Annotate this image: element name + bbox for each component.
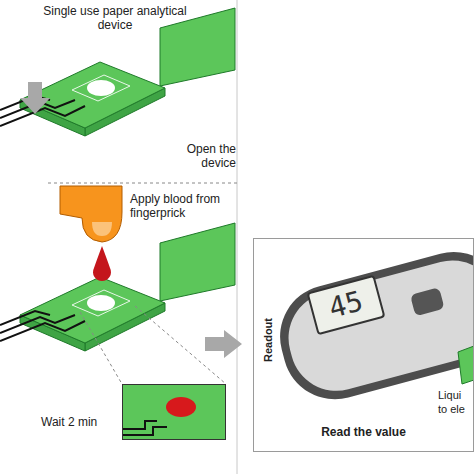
panel-divider: [237, 0, 238, 474]
step-arrow: [20, 82, 50, 114]
panel-caption: Read the value: [254, 425, 473, 439]
step-label: Apply blood from fingerprick: [130, 192, 234, 220]
device-label: Single use paper analytical device: [40, 4, 190, 32]
readout-panel: Read the value 45: [253, 238, 474, 452]
axis-label: Readout: [261, 308, 275, 372]
glucose-meter: [268, 240, 474, 411]
test-strip: [458, 346, 474, 384]
meter-body: [268, 240, 474, 411]
step-label: Wait 2 min: [41, 415, 117, 429]
cropped-label: Liqui: [438, 388, 461, 402]
step-separator: [48, 183, 237, 184]
finger: [60, 186, 122, 242]
meter-face: [278, 250, 474, 401]
inset-art: [123, 385, 225, 439]
step-label: Open the device: [172, 142, 236, 170]
meter-display: 45: [306, 275, 385, 336]
device-sample: [0, 223, 235, 351]
zoom-line: [80, 312, 122, 384]
meter-button: [410, 287, 445, 316]
electrode-lead: [123, 421, 167, 435]
flow-arrow: [205, 330, 242, 358]
blood-spot: [166, 397, 196, 417]
blood-drop: [93, 246, 111, 281]
display-value: 45: [310, 281, 382, 329]
cropped-label: to ele: [438, 402, 465, 416]
fingernail: [92, 222, 112, 236]
zoom-inset: Wait 2 min: [122, 384, 226, 440]
